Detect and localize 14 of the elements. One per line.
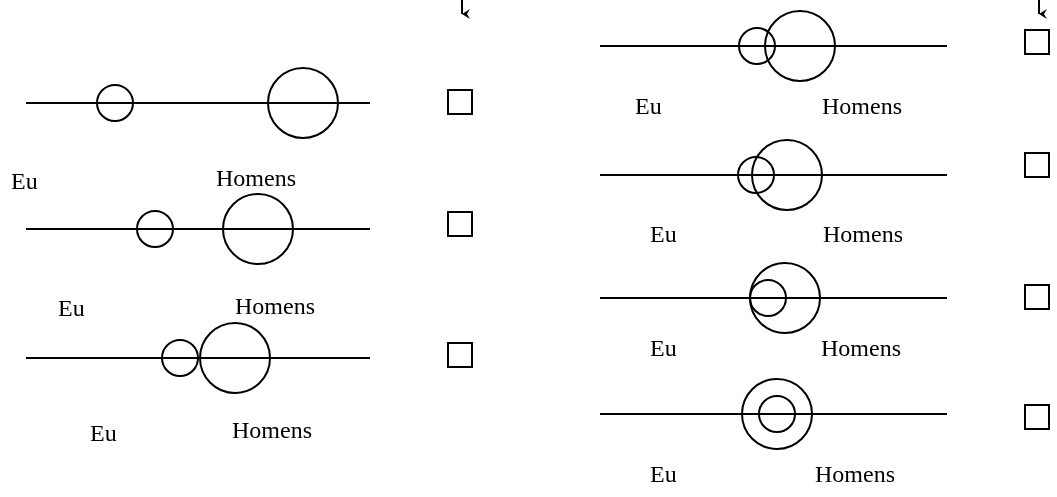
- self-label: Eu: [11, 167, 38, 195]
- self-label: Eu: [650, 220, 677, 248]
- group-label: Homens: [822, 92, 902, 120]
- group-label: Homens: [821, 334, 901, 362]
- group-label: Homens: [232, 416, 312, 444]
- self-label: Eu: [650, 460, 677, 488]
- group-label: Homens: [815, 460, 895, 488]
- group-label: Homens: [235, 292, 315, 320]
- self-label: Eu: [58, 294, 85, 322]
- group-label: Homens: [823, 220, 903, 248]
- self-label: Eu: [650, 334, 677, 362]
- group-label: Homens: [216, 164, 296, 192]
- self-label: Eu: [635, 92, 662, 120]
- self-label: Eu: [90, 419, 117, 447]
